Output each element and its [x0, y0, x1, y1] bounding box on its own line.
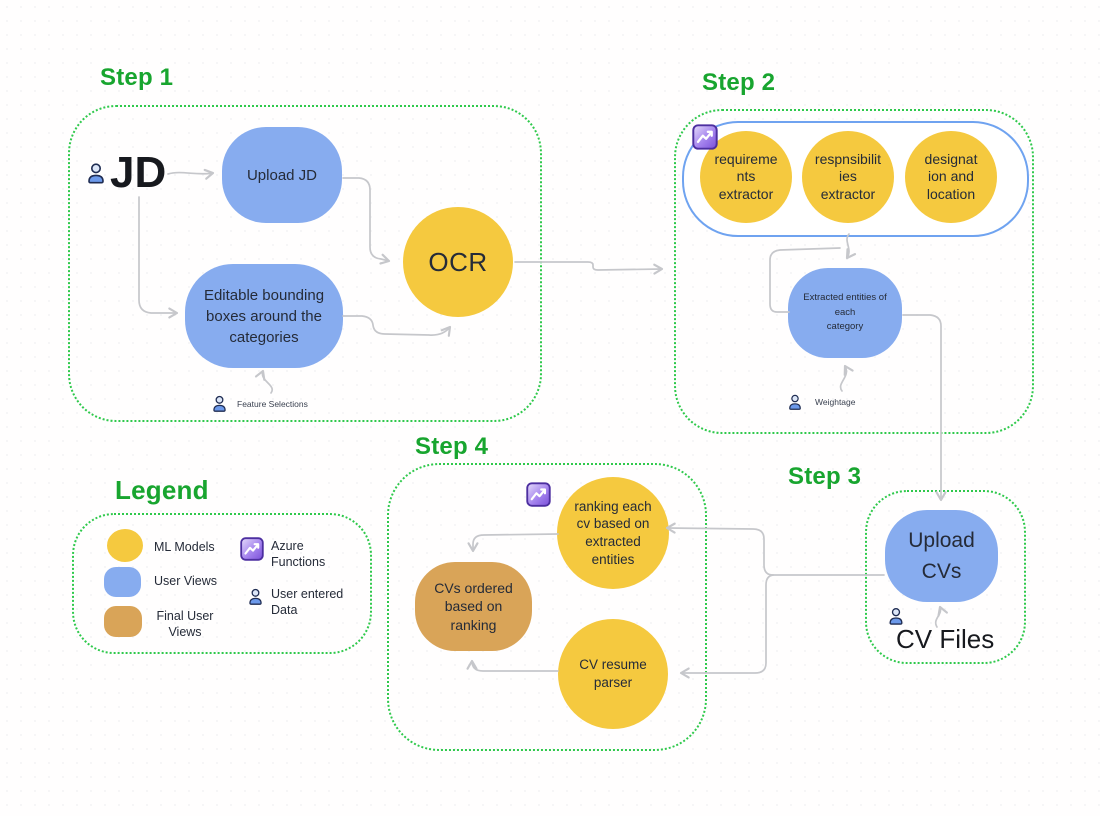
legend-swatch-user-views	[104, 567, 141, 597]
legend-user-entered-data-label: User entered Data	[271, 587, 344, 618]
legend-azure-functions-label: Azure Functions	[271, 539, 326, 570]
designation-location-node: designat ion and location	[905, 131, 997, 223]
legend-final-user-views-label: Final User Views	[156, 609, 214, 640]
step4-title: Step 4	[415, 433, 489, 460]
step3-container	[865, 490, 1026, 664]
responsibilities-extractor-node: respnsibilit ies extractor	[802, 131, 894, 223]
jd-label: JD	[110, 148, 167, 197]
legend-container	[72, 513, 372, 654]
step2-title: Step 2	[702, 69, 776, 96]
user-icon-legend	[246, 587, 265, 606]
step2-container	[674, 109, 1034, 434]
legend-swatch-ml-models	[107, 529, 143, 562]
step1-title: Step 1	[100, 64, 174, 91]
editable-bounding-boxes-node: Editable bounding boxes around the categ…	[185, 264, 343, 368]
user-icon-feature-selections	[210, 394, 229, 413]
ranking-node: ranking each cv based on extracted entit…	[557, 477, 669, 589]
legend-user-views-label: User Views	[154, 574, 217, 588]
weightage-label: Weightage	[815, 397, 856, 407]
cvs-ordered-node: CVs ordered based on ranking	[415, 562, 532, 651]
azure-functions-icon-step4	[526, 482, 551, 507]
upload-cvs-node: Upload CVs	[885, 510, 998, 602]
upload-jd-node: Upload JD	[222, 127, 342, 223]
feature-selections-label: Feature Selections	[237, 399, 308, 409]
step3-title: Step 3	[788, 463, 862, 490]
cv-resume-parser-node: CV resume parser	[558, 619, 668, 729]
user-icon-jd	[84, 161, 108, 185]
legend-ml-models-label: ML Models	[154, 540, 215, 554]
extracted-entities-node: Extracted entities of each category	[788, 268, 902, 358]
azure-functions-icon-legend	[240, 537, 264, 561]
legend-swatch-final-user-views	[104, 606, 142, 637]
azure-functions-icon-step2	[692, 124, 718, 150]
user-icon-cv-files	[886, 606, 906, 626]
legend-title: Legend	[115, 475, 209, 505]
ocr-node: OCR	[403, 207, 513, 317]
user-icon-weightage	[786, 393, 804, 411]
cv-files-label: CV Files	[896, 624, 995, 654]
